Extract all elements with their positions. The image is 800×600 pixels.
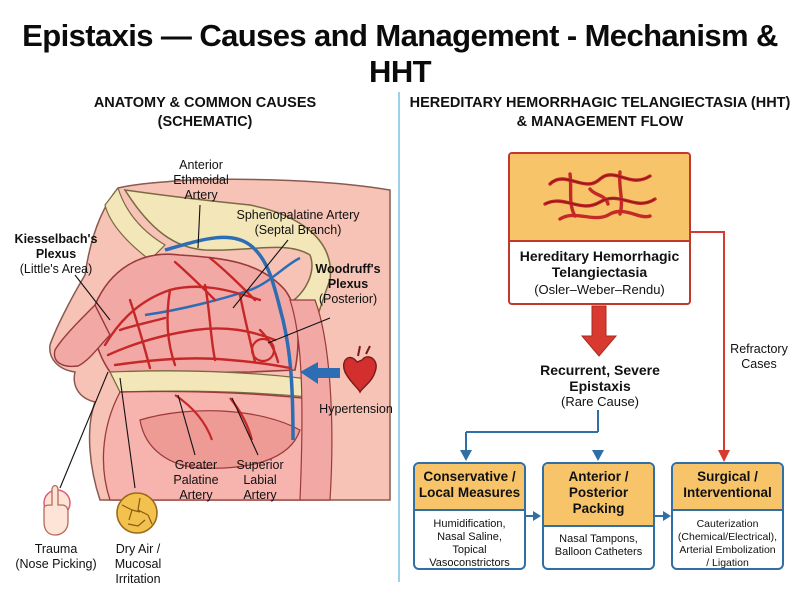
label-line: (Rare Cause) xyxy=(560,394,640,409)
label-line: Plexus xyxy=(35,247,77,261)
label-trauma: Trauma (Nose Picking) xyxy=(10,542,102,572)
box-body-line: Humidification, xyxy=(433,518,506,530)
label-line: Artery xyxy=(179,488,213,502)
hht-alt-name: (Osler–Weber–Rendu) xyxy=(534,282,665,297)
section-divider xyxy=(398,92,400,582)
label-line: Epistaxis xyxy=(569,378,631,394)
box-surgical-title: Surgical / Interventional xyxy=(673,464,782,511)
box-surgical-body: Cauterization (Chemical/Electrical), Art… xyxy=(673,511,782,569)
right-title-line1: HEREDITARY HEMORRHAGIC TELANGIECTASIA (H… xyxy=(409,95,791,111)
label-line: Woodruff's xyxy=(315,262,381,276)
nose-tip xyxy=(53,303,111,368)
box-surgical: Surgical / Interventional Cauterization … xyxy=(671,462,784,570)
label-line: (Septal Branch) xyxy=(254,223,342,237)
pharynx xyxy=(289,299,333,501)
artery-network xyxy=(103,256,292,370)
box-conservative-body: Humidification, Nasal Saline, Topical Va… xyxy=(415,511,524,569)
vessel-blue-main xyxy=(164,235,295,441)
label-line: Irritation xyxy=(115,572,161,586)
label-anterior-ethmoidal: Anterior Ethmoidal Artery xyxy=(166,158,236,203)
label-line: Superior xyxy=(236,458,284,472)
hht-to-recurrent-arrow xyxy=(580,305,618,357)
refractory-line xyxy=(691,231,725,452)
box-packing-title: Anterior / Posterior Packing xyxy=(544,464,653,527)
right-section-title: HEREDITARY HEMORRHAGIC TELANGIECTASIA (H… xyxy=(405,94,795,132)
box-packing: Anterior / Posterior Packing Nasal Tampo… xyxy=(542,462,655,570)
label-superior-labial: Superior Labial Artery xyxy=(231,458,289,503)
label-line: Sphenopalatine Artery xyxy=(236,208,360,222)
label-recurrent: Recurrent, Severe Epistaxis (Rare Cause) xyxy=(520,362,680,410)
box-packing-body: Nasal Tampons, Balloon Catheters xyxy=(544,527,653,566)
finger-icon xyxy=(43,484,71,536)
telangiectasia-vessels-icon xyxy=(543,170,657,221)
recurrent-to-boxes-connector xyxy=(465,410,599,452)
label-refractory: Refractory Cases xyxy=(726,342,792,372)
label-woodruff: Woodruff's Plexus (Posterior) xyxy=(308,262,388,307)
left-title-line1: ANATOMY & COMMON CAUSES xyxy=(93,95,317,111)
left-title-line2: (SCHEMATIC) xyxy=(157,114,253,130)
hht-box: Hereditary Hemorrhagic Telangiectasia (O… xyxy=(508,152,691,305)
box-body-line: Balloon Catheters xyxy=(554,546,643,558)
box-body-line: Nasal Tampons, xyxy=(559,533,638,545)
woodruff-plexus-mark xyxy=(250,337,276,363)
box-title-line: Conservative / xyxy=(423,469,516,484)
label-greater-palatine: Greater Palatine Artery xyxy=(168,458,224,503)
box-body-line: Topical xyxy=(452,544,487,556)
box-title-line: Local Measures xyxy=(418,485,521,500)
label-line: Palatine xyxy=(173,473,219,487)
label-line: Recurrent, Severe xyxy=(540,362,660,378)
box-conservative: Conservative / Local Measures Humidifica… xyxy=(413,462,526,570)
label-kiesselbach: Kiesselbach's Plexus (Little's Area) xyxy=(10,232,102,277)
label-line: Labial xyxy=(243,473,277,487)
hht-name: Hereditary Hemorrhagic Telangiectasia xyxy=(510,248,689,280)
label-line: Trauma xyxy=(34,542,78,556)
hht-name-line: Telangiectasia xyxy=(551,264,648,280)
box-body-line: Arterial Embolization xyxy=(679,544,776,556)
label-line: Greater xyxy=(174,458,218,472)
heart-icon xyxy=(343,345,377,394)
right-title-line2: & MANAGEMENT FLOW xyxy=(516,114,684,130)
hypertension-arrow xyxy=(300,362,340,384)
hht-name-line: Hereditary Hemorrhagic xyxy=(519,248,680,264)
box-body-line: Cauterization xyxy=(696,518,759,530)
label-line: (Nose Picking) xyxy=(15,557,97,571)
label-line: Dry Air / xyxy=(115,542,161,556)
box-title-line: Anterior / xyxy=(568,469,629,484)
label-sphenopalatine: Sphenopalatine Artery (Septal Branch) xyxy=(226,208,370,238)
box-body-line: / Ligation xyxy=(706,557,749,569)
box-conservative-title: Conservative / Local Measures xyxy=(415,464,524,511)
label-dry-air: Dry Air / Mucosal Irritation xyxy=(106,542,170,587)
label-line: Kiesselbach's xyxy=(14,232,98,246)
label-line: Artery xyxy=(243,488,277,502)
label-line: (Little's Area) xyxy=(19,262,93,276)
label-hypertension: Hypertension xyxy=(319,402,393,416)
label-line: (Posterior) xyxy=(318,292,378,306)
dry-texture-icon xyxy=(116,492,158,534)
box-body-line: (Chemical/Electrical), xyxy=(677,531,778,543)
box-body-line: Vasoconstrictors xyxy=(429,557,510,569)
box-title-line: Packing xyxy=(572,501,625,516)
hht-image-panel xyxy=(510,154,689,242)
box-title-line: Posterior xyxy=(568,485,629,500)
label-line: Refractory xyxy=(730,342,788,356)
label-line: Cases xyxy=(741,357,777,371)
label-line: Artery xyxy=(184,188,218,202)
label-line: Ethmoidal xyxy=(173,173,229,187)
box-body-line: Nasal Saline, xyxy=(437,531,502,543)
box-title-line: Interventional xyxy=(683,485,772,500)
box-title-line: Surgical / xyxy=(697,469,758,484)
left-section-title: ANATOMY & COMMON CAUSES (SCHEMATIC) xyxy=(70,94,340,132)
page-title: Epistaxis — Causes and Management - Mech… xyxy=(22,18,778,89)
label-line: Mucosal xyxy=(114,557,162,571)
tongue xyxy=(139,410,301,469)
label-line: Plexus xyxy=(327,277,369,291)
label-line: Anterior xyxy=(179,158,223,172)
